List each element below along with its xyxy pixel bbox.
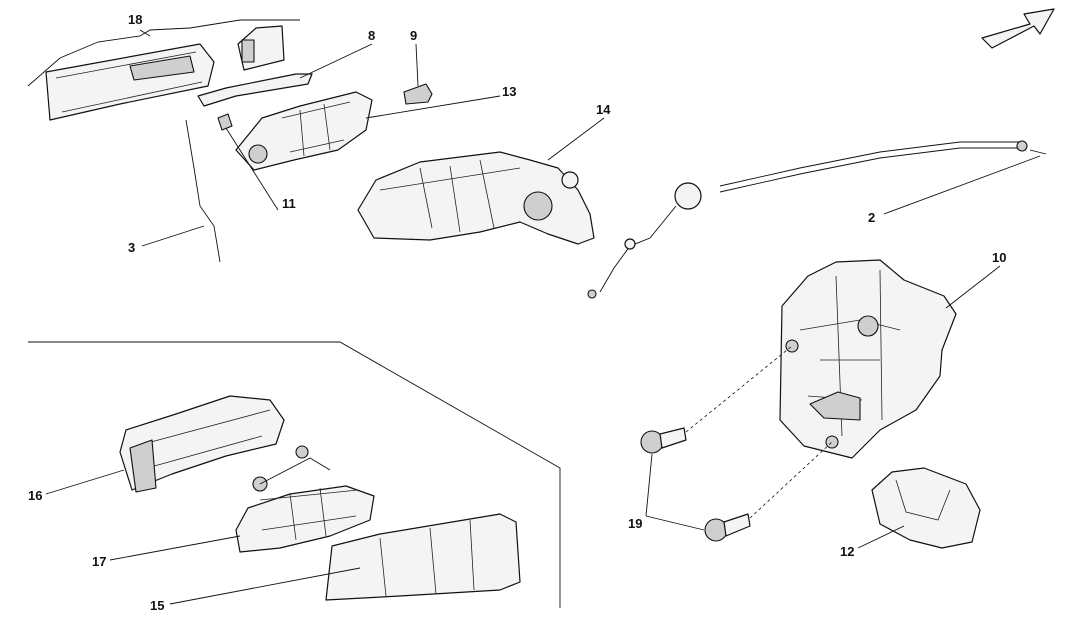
leader-12 (857, 525, 905, 549)
callout-12: 12 (840, 544, 854, 559)
part-3-rod (185, 119, 221, 263)
leader-19-lower (645, 515, 705, 531)
leader-8 (299, 43, 373, 79)
part-16-handle-frame (119, 395, 285, 493)
callout-14: 14 (596, 102, 611, 117)
callout-2: 2 (868, 210, 875, 225)
leader-9 (415, 43, 419, 87)
leader-16 (45, 469, 125, 495)
leader-2 (883, 155, 1041, 215)
callout-18: 18 (128, 12, 142, 27)
screw-alignment-line-upper (685, 345, 793, 433)
part-10-door-lock (779, 259, 957, 459)
callout-9: 9 (410, 28, 417, 43)
leader-14 (547, 117, 605, 161)
part-11-clip (217, 113, 233, 131)
leader-3 (141, 225, 205, 247)
leader-17 (109, 535, 241, 561)
part-12-cover (871, 467, 981, 549)
part-17-handle-mechanism (235, 445, 375, 553)
part-19-screw-upper (640, 427, 687, 454)
callout-10: 10 (992, 250, 1006, 265)
callout-16: 16 (28, 488, 42, 503)
callout-8: 8 (368, 28, 375, 43)
callout-11: 11 (282, 196, 296, 211)
part-8-seal-strip (197, 73, 313, 107)
part-13-handle-carrier (235, 91, 373, 171)
callout-15: 15 (150, 598, 164, 613)
leader-10 (945, 265, 1001, 309)
part-15-handle-cover (325, 513, 521, 601)
callout-13: 13 (502, 84, 516, 99)
callout-3: 3 (128, 240, 135, 255)
callout-17: 17 (92, 554, 106, 569)
inset-divider-line (28, 341, 561, 608)
part-14-lock-assembly (357, 151, 595, 245)
leader-13 (365, 95, 501, 119)
leader-18 (139, 29, 151, 37)
leader-15 (169, 567, 361, 605)
part-19-screw-lower (704, 513, 751, 542)
part-9-cap (403, 83, 433, 105)
screw-alignment-line-lower (749, 441, 833, 519)
leader-11 (225, 127, 279, 211)
front-direction-arrow-icon (981, 8, 1055, 49)
part-2-bowden-cable (587, 140, 1047, 299)
leader-19-upper (645, 453, 653, 517)
part-18-trim-panel (45, 25, 285, 121)
callout-19: 19 (628, 516, 642, 531)
